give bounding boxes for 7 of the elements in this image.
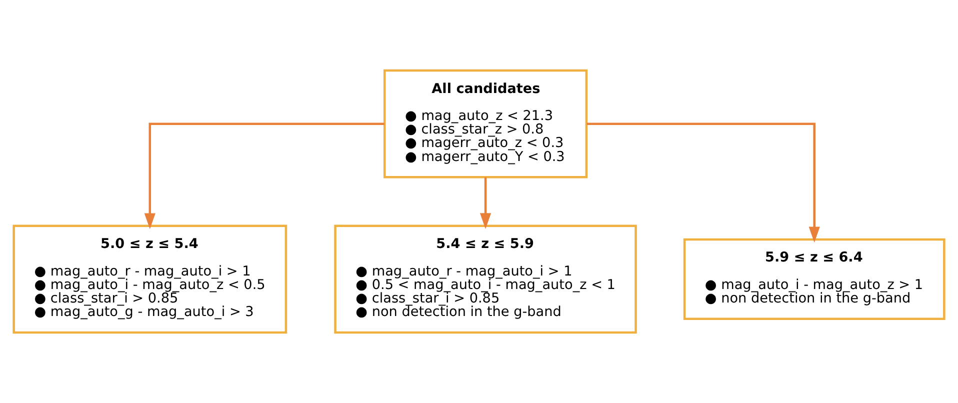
- arrow: [144, 122, 384, 230]
- arrow: [480, 177, 492, 230]
- node-box: All candidates ● mag_auto_z < 21.3 ● class_star_z > 0.8 ● magerr_auto_z < 0.3 ● magerr_auto_Y < 0.3: [383, 69, 588, 178]
- node-box: 5.4 ≤ z ≤ 5.9 ● mag_auto_r - mag_auto_i > 1 ● 0.5 < mag_auto_i - mag_auto_z < 1 ● class_star_i > 0.85 ● non detection in the g-band: [334, 224, 637, 334]
- arrow: [586, 122, 820, 243]
- node-box: 5.0 ≤ z ≤ 5.4 ● mag_auto_r - mag_auto_i > 1 ● mag_auto_i - mag_auto_z < 0.5 ● class_star_i > 0.85 ● mag_auto_g - mag_auto_i > 3: [12, 224, 288, 334]
- node-box: 5.9 ≤ z ≤ 6.4 ● mag_auto_i - mag_auto_z > 1 ● non detection in the g-band: [683, 238, 946, 320]
